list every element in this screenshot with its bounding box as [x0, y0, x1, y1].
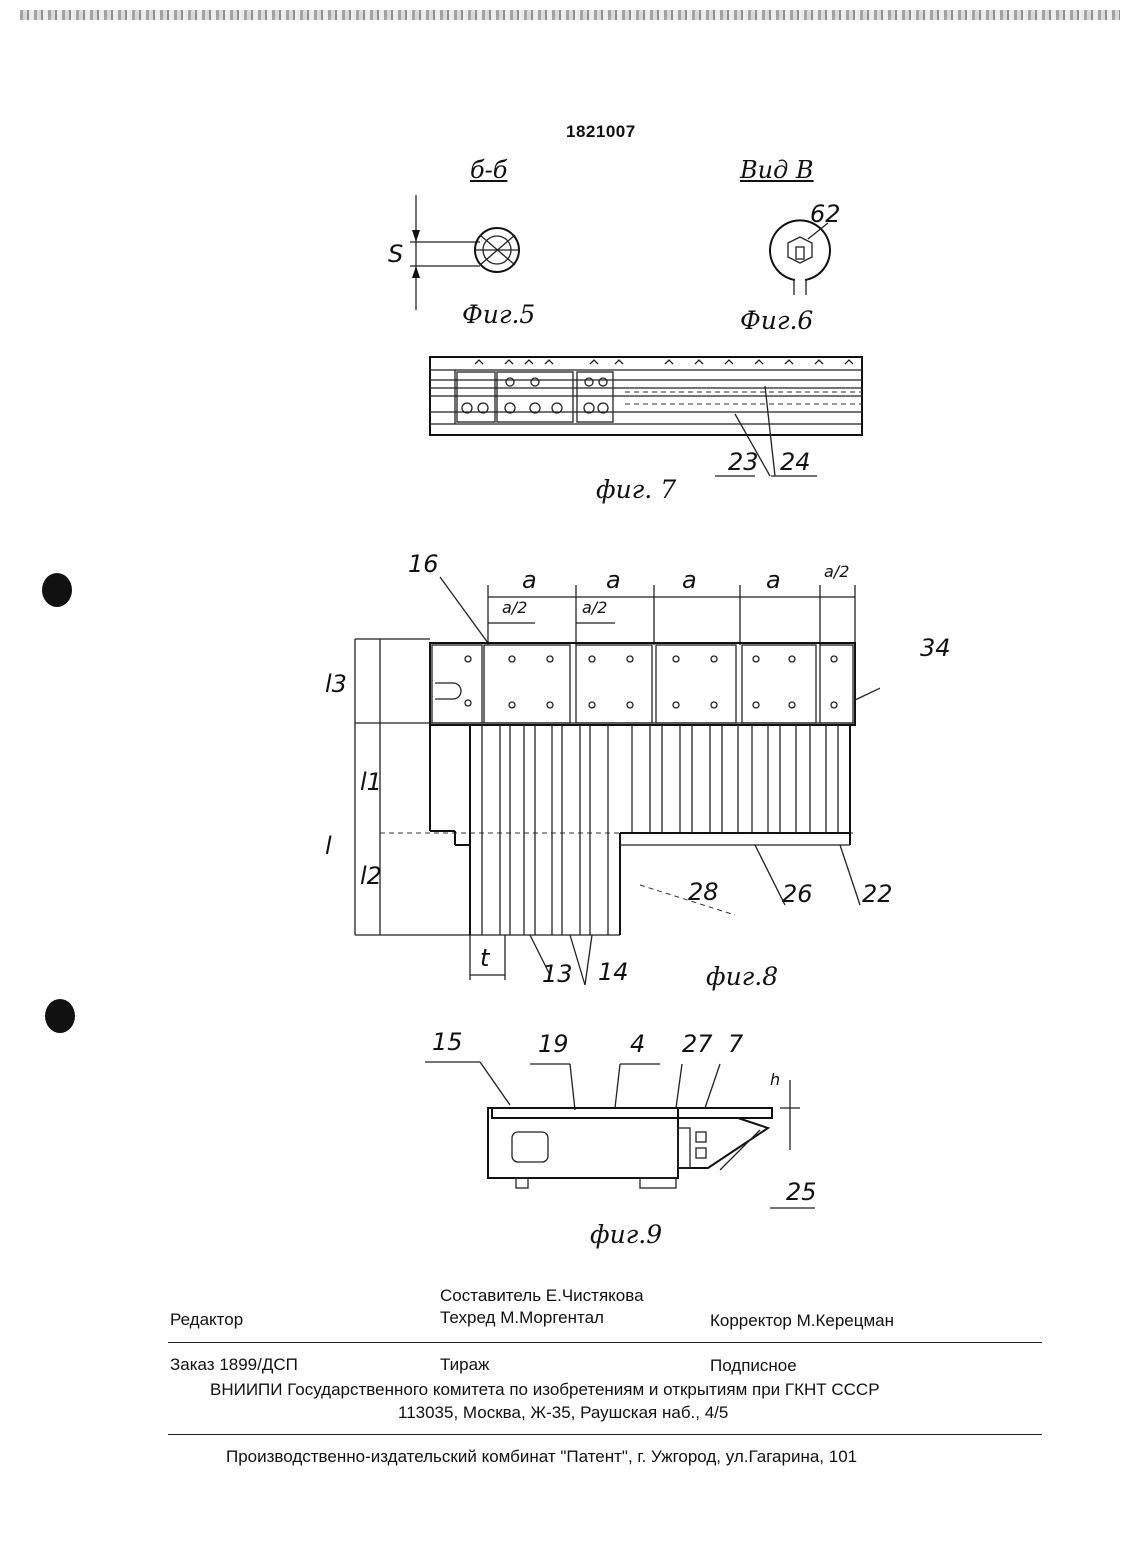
fig9-dim-h: h [770, 1070, 780, 1089]
footer-rule-2 [168, 1434, 1042, 1435]
fig8-drawing [340, 555, 880, 995]
fig8-dim-half-2: a/2 [582, 598, 607, 617]
fig8-callout-28: 28 [688, 878, 719, 906]
fig8-dim-t: t [480, 944, 489, 972]
fig8-dim-half-3: a/2 [824, 562, 849, 581]
fig6-caption: Фиг.6 [740, 306, 813, 335]
fig8-dim-a-4: a [766, 566, 781, 594]
fig8-dim-a-2: a [606, 566, 621, 594]
fig6-callout-62: 62 [810, 200, 841, 228]
fig8-caption: фиг.8 [706, 962, 778, 991]
fig5-dim-s: S [388, 240, 403, 268]
fig8-callout-26: 26 [782, 880, 813, 908]
footer-org-line1: ВНИИПИ Государственного комитета по изоб… [210, 1380, 880, 1400]
fig8-callout-22: 22 [862, 880, 893, 908]
footer-printer: Производственно-издательский комбинат "П… [226, 1447, 857, 1467]
footer-tech-editor: Техред М.Моргентал [440, 1308, 604, 1328]
fig7-callout-23: 23 [728, 448, 759, 476]
fig9-drawing [420, 1050, 820, 1210]
fig9-callout-19: 19 [538, 1030, 569, 1058]
fig5-section-label: б-б [470, 156, 507, 184]
footer-corrector: Корректор М.Керецман [710, 1311, 894, 1331]
fig7-caption: фиг. 7 [596, 475, 676, 504]
fig9-callout-27: 27 [682, 1030, 713, 1058]
fig8-dim-l: l [325, 832, 332, 860]
footer-circulation: Тираж [440, 1355, 489, 1375]
punch-hole-top [42, 573, 72, 607]
fig9-callout-7: 7 [728, 1030, 743, 1058]
scan-noise-strip [20, 10, 1120, 20]
fig8-dim-a-1: a [522, 566, 537, 594]
footer-compiler: Составитель Е.Чистякова [440, 1286, 644, 1306]
fig8-callout-34: 34 [920, 634, 951, 662]
fig8-dim-l2: l2 [360, 862, 382, 890]
fig8-dim-a-3: a [682, 566, 697, 594]
footer-org-line2: 113035, Москва, Ж-35, Раушская наб., 4/5 [398, 1403, 728, 1423]
patent-number: 1821007 [566, 122, 636, 142]
fig8-callout-14: 14 [598, 958, 629, 986]
footer-subscription: Подписное [710, 1356, 797, 1376]
fig9-caption: фиг.9 [590, 1220, 662, 1249]
fig9-callout-25: 25 [786, 1178, 817, 1206]
fig8-dim-half-1: a/2 [502, 598, 527, 617]
footer-order: Заказ 1899/ДСП [170, 1355, 298, 1375]
fig9-callout-15: 15 [432, 1028, 463, 1056]
fig7-callout-24: 24 [780, 448, 811, 476]
fig9-callout-4: 4 [630, 1030, 645, 1058]
footer-rule-1 [168, 1342, 1042, 1343]
footer-editor: Редактор [170, 1310, 243, 1330]
fig8-dim-l1: l1 [360, 768, 382, 796]
punch-hole-bottom [45, 999, 75, 1033]
fig8-dim-l3: l3 [325, 670, 347, 698]
fig6-section-label: Вид В [740, 156, 814, 184]
fig8-callout-13: 13 [542, 960, 573, 988]
fig5-caption: Фиг.5 [462, 300, 535, 329]
fig8-callout-16: 16 [408, 550, 439, 578]
